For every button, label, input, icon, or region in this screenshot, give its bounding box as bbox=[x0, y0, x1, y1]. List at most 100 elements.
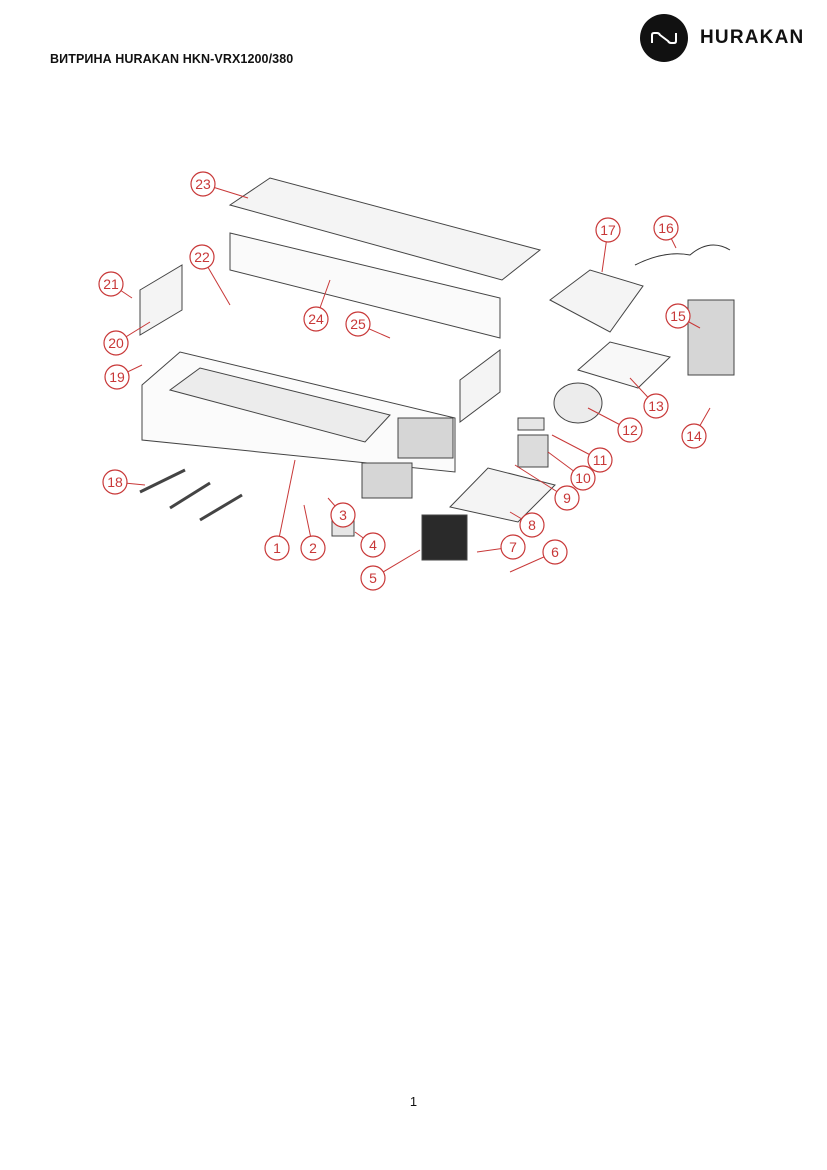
callout-9: 9 bbox=[514, 464, 580, 511]
relay-part bbox=[517, 417, 545, 431]
callout-number: 10 bbox=[575, 470, 591, 486]
callout-20: 20 bbox=[103, 321, 151, 356]
callout-circle bbox=[189, 244, 215, 270]
callout-2: 2 bbox=[300, 504, 326, 561]
callout-number: 22 bbox=[194, 249, 210, 265]
callout-circle bbox=[653, 215, 679, 241]
callout-number: 2 bbox=[309, 540, 317, 556]
callout-number: 3 bbox=[339, 507, 347, 523]
logo-text: HURAKAN bbox=[700, 27, 805, 48]
condenser-part bbox=[421, 514, 468, 561]
rail-part-1 bbox=[139, 468, 186, 494]
callout-circle bbox=[303, 306, 329, 332]
rail-part-3 bbox=[199, 493, 243, 522]
callout-circle bbox=[617, 417, 643, 443]
side-grille-part bbox=[687, 299, 735, 376]
callout-leader-line bbox=[276, 459, 296, 549]
callout-number: 23 bbox=[195, 176, 211, 192]
callout-circle bbox=[264, 535, 290, 561]
callout-circle bbox=[330, 502, 356, 528]
callout-circle bbox=[190, 171, 216, 197]
callout-15: 15 bbox=[665, 303, 701, 329]
base-plate-part bbox=[449, 467, 556, 523]
callout-7: 7 bbox=[476, 534, 526, 560]
callout-8: 8 bbox=[509, 511, 545, 538]
callout-number: 12 bbox=[622, 422, 638, 438]
vent-grille-2 bbox=[361, 462, 413, 499]
side-panel-left-part bbox=[139, 264, 183, 336]
plate-part bbox=[576, 341, 671, 389]
callout-12: 12 bbox=[587, 407, 643, 443]
callout-circle bbox=[98, 271, 124, 297]
callout-number: 21 bbox=[103, 276, 119, 292]
callout-number: 20 bbox=[108, 335, 124, 351]
callout-6: 6 bbox=[509, 539, 568, 573]
callout-10: 10 bbox=[547, 451, 596, 491]
callout-number: 16 bbox=[658, 220, 674, 236]
callout-circle bbox=[102, 469, 128, 495]
callout-circle bbox=[681, 423, 707, 449]
callout-circle bbox=[519, 512, 545, 538]
callout-22: 22 bbox=[189, 244, 231, 306]
callout-18: 18 bbox=[102, 469, 146, 495]
unit-top-cover-part bbox=[549, 269, 644, 333]
callout-circle bbox=[103, 330, 129, 356]
callout-17: 17 bbox=[595, 217, 621, 273]
callout-circle bbox=[554, 485, 580, 511]
callout-13: 13 bbox=[629, 377, 669, 419]
callout-circle bbox=[587, 447, 613, 473]
callout-number: 5 bbox=[369, 570, 377, 586]
vent-grille-1 bbox=[397, 417, 454, 459]
fan-part bbox=[517, 434, 549, 468]
callout-number: 6 bbox=[551, 544, 559, 560]
callout-3: 3 bbox=[327, 497, 356, 528]
callout-number: 15 bbox=[670, 308, 686, 324]
callout-number: 17 bbox=[600, 222, 616, 238]
callout-number: 14 bbox=[686, 428, 702, 444]
callout-19: 19 bbox=[104, 364, 143, 390]
callout-24: 24 bbox=[303, 279, 331, 332]
callout-25: 25 bbox=[345, 311, 391, 339]
callout-circle bbox=[360, 565, 386, 591]
callout-number: 7 bbox=[509, 539, 517, 555]
callout-1: 1 bbox=[264, 459, 296, 561]
back-panel-part bbox=[229, 232, 501, 339]
callout-number: 25 bbox=[350, 316, 366, 332]
callout-circle bbox=[360, 532, 386, 558]
callout-circle bbox=[500, 534, 526, 560]
page-title: ВИТРИНА HURAKAN HKN-VRX1200/380 bbox=[50, 52, 294, 66]
hurakan-logo-icon bbox=[640, 14, 688, 62]
callout-11: 11 bbox=[551, 434, 613, 473]
callout-number: 11 bbox=[593, 452, 608, 468]
callout-number: 18 bbox=[107, 474, 123, 490]
callout-number: 13 bbox=[648, 398, 664, 414]
callout-number: 8 bbox=[528, 517, 536, 533]
callout-circle bbox=[542, 539, 568, 565]
main-body-tray bbox=[168, 367, 391, 443]
compressor-part bbox=[553, 382, 603, 424]
parts-drawing bbox=[139, 177, 735, 561]
callout-4: 4 bbox=[354, 531, 386, 558]
callout-number: 4 bbox=[369, 537, 377, 553]
callout-number: 9 bbox=[563, 490, 571, 506]
callout-circle bbox=[665, 303, 691, 329]
callout-number: 19 bbox=[109, 369, 125, 385]
callout-23: 23 bbox=[190, 171, 249, 199]
callout-circle bbox=[570, 465, 596, 491]
side-panel-right-part bbox=[459, 349, 501, 423]
callout-number: 24 bbox=[308, 311, 324, 327]
power-cord-part bbox=[634, 244, 731, 266]
brand-logo: HURAKAN bbox=[640, 14, 804, 62]
top-lid-part bbox=[228, 177, 542, 281]
callout-circle bbox=[300, 535, 326, 561]
page-number: 1 bbox=[409, 1094, 418, 1109]
callout-21: 21 bbox=[98, 271, 133, 299]
callout-number: 1 bbox=[273, 540, 281, 556]
callout-circle bbox=[643, 393, 669, 419]
callout-circle bbox=[595, 217, 621, 243]
callout-5: 5 bbox=[360, 549, 421, 591]
callout-circle bbox=[345, 311, 371, 337]
callout-14: 14 bbox=[681, 407, 711, 449]
